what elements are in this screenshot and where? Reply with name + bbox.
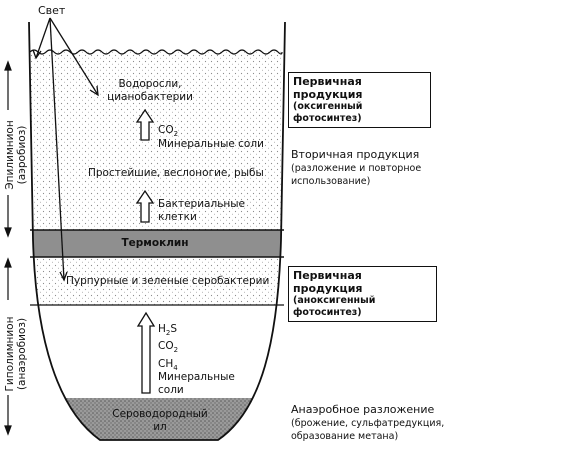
light-arrows: [32, 17, 99, 282]
secondary-sub-1: (разложение и повторное: [291, 163, 422, 174]
secondary-sub-2: использование): [291, 176, 371, 187]
secondary-title: Вторичная продукция: [291, 148, 420, 161]
co2-top-label: CO2: [158, 124, 178, 141]
primary1-sub: (оксигенный фотосинтез): [293, 101, 363, 124]
sulfur-bacteria-label: Пурпурные и зеленые серобактерии: [66, 275, 270, 287]
mineral-bottom-text: Минеральные: [158, 371, 235, 383]
primary2-title: Первичная продукция: [293, 269, 363, 295]
h2s-s: S: [170, 323, 178, 335]
epilimnion-sub-text: (аэробиоз): [16, 125, 28, 185]
ch4-label: CH4: [158, 358, 178, 375]
epilimnion-text: Эпилимнион: [4, 120, 16, 190]
primary-production-anoxygenic: Первичная продукция (аноксигенный фотоси…: [288, 266, 437, 322]
sludge-text: Сероводородный: [112, 408, 208, 420]
hypolimnion-label: Гиполимнион (анаэробиоз): [4, 299, 28, 409]
anaerobic-decomposition: Анаэробное разложение (брожение, сульфат…: [291, 403, 444, 443]
algae-label: Водоросли, цианобактерии: [95, 78, 205, 104]
anaerobic-sub-2: образование метана): [291, 431, 399, 442]
co2-bottom-label: CO2: [158, 340, 178, 357]
secondary-production: Вторичная продукция (разложение и повтор…: [291, 148, 421, 188]
co2-top-sub: 2: [173, 130, 179, 139]
co2-bottom-sub: 2: [173, 346, 179, 355]
bacterial-cells-label: Бактериальные клетки: [158, 198, 245, 224]
hypolimnion-text: Гиполимнион: [4, 316, 16, 392]
primary1-title: Первичная продукция: [293, 75, 363, 101]
sludge-label: Сероводородный ил: [105, 408, 215, 434]
cells-text: клетки: [158, 211, 197, 223]
sludge-text-2: ил: [153, 421, 167, 433]
co2-top-text: CO: [158, 124, 174, 136]
hypolimnion-sub-text: (анаэробиоз): [16, 317, 28, 391]
h2s-label: H2S: [158, 323, 177, 340]
anaerobic-title: Анаэробное разложение: [291, 403, 435, 416]
primary-production-oxygenic: Первичная продукция (оксигенный фотосинт…: [288, 72, 431, 128]
algae-text: Водоросли,: [118, 78, 182, 90]
epilimnion-label: Эпилимнион (аэробиоз): [4, 105, 28, 205]
h2s-h: H: [158, 323, 166, 335]
water-fill: [30, 50, 282, 440]
mineral-salts-top: Минеральные соли: [158, 138, 264, 150]
upward-arrows: [135, 108, 156, 394]
bacterial-text: Бактериальные: [158, 198, 245, 210]
zone-markers: [4, 60, 12, 436]
cyanobacteria-text: цианобактерии: [107, 91, 193, 103]
consumers-label: Простейшие, веслоногие, рыбы: [88, 167, 264, 179]
ch4-sub: 4: [173, 364, 178, 373]
h2s-sub: 2: [165, 329, 171, 338]
lake-outline: [28, 21, 286, 441]
salts-bottom-text: соли: [158, 384, 184, 396]
light-label: Свет: [38, 4, 66, 17]
mineral-salts-bottom: Минеральные соли: [158, 371, 235, 397]
thermocline-label: Термоклин: [121, 237, 189, 249]
ch4-text: CH: [158, 358, 174, 370]
primary2-sub: (аноксигенный фотосинтез): [293, 295, 376, 318]
co2-bottom-text: CO: [158, 340, 174, 352]
anaerobic-sub-1: (брожение, сульфатредукция,: [291, 418, 445, 429]
